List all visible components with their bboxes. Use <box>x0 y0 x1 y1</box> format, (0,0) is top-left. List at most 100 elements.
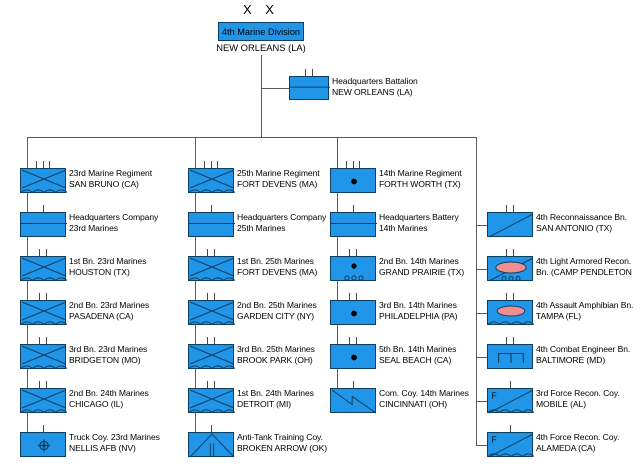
unit-location: CHICAGO (IL) <box>69 399 124 410</box>
connector-col-25th-marines-drop <box>195 137 196 168</box>
infantry-amphibious-icon[interactable] <box>20 388 67 413</box>
transport-wheel-icon[interactable] <box>20 432 66 457</box>
unit-label: 4th Light Armored Recon.Bn. (CAMP PENDLE… <box>536 256 632 279</box>
unit-label: Anti-Tank Training Coy.BROKEN ARROW (OK) <box>237 432 327 455</box>
light-armored-recon-icon[interactable] <box>487 256 534 282</box>
connector-col-23rd-marines-drop <box>27 137 28 168</box>
unit-location: 23rd Marines <box>69 223 118 234</box>
connector-hq-battalion <box>261 88 289 89</box>
unit-location: NELLIS AFB (NV) <box>69 443 136 454</box>
unit-name: 1st Bn. 25th Marines <box>237 256 314 266</box>
unit-location: BALTIMORE (MD) <box>536 355 606 366</box>
infantry-amphibious-icon[interactable] <box>20 256 67 281</box>
connector-col-14th-marines-drop <box>337 137 338 168</box>
unit-location: FORT DEVENS (MA) <box>237 179 318 190</box>
unit-location: Bn. (CAMP PENDLETON <box>536 267 632 278</box>
infantry-amphibious-icon[interactable] <box>20 168 67 193</box>
unit-name: 4th Combat Engineer Bn. <box>536 344 631 354</box>
unit-name: 1st Bn. 24th Marines <box>237 388 314 398</box>
unit-name: 4th Reconnaissance Bn. <box>536 212 627 222</box>
unit-location: ALAMEDA (CA) <box>536 443 596 454</box>
artillery-icon[interactable] <box>330 300 376 325</box>
unit-location: PASADENA (CA) <box>69 311 134 322</box>
unit-location: BRIDGETON (MO) <box>69 355 141 366</box>
unit-name: 23rd Marine Regiment <box>69 168 153 178</box>
infantry-amphibious-icon[interactable] <box>188 168 235 193</box>
signal-icon[interactable] <box>330 388 377 414</box>
unit-name: 3rd Bn. 25th Marines <box>237 344 315 354</box>
infantry-amphibious-icon[interactable] <box>188 300 235 325</box>
connector-col-division-troops-spine <box>476 137 477 445</box>
unit-name: 2nd Bn. 24th Marines <box>69 388 149 398</box>
unit-name: 3rd Force Recon. Coy. <box>536 388 620 398</box>
division-location: NEW ORLEANS (LA) <box>216 42 306 53</box>
unit-location: PHILADELPHIA (PA) <box>379 311 458 322</box>
force-recon-icon[interactable]: F <box>487 432 534 458</box>
infantry-amphibious-icon[interactable] <box>188 344 235 369</box>
anti-tank-icon[interactable] <box>188 432 235 458</box>
unit-name: 2nd Bn. 25th Marines <box>237 300 317 310</box>
unit-name: 3rd Bn. 23rd Marines <box>69 344 148 354</box>
artillery-self-propelled-icon[interactable] <box>330 256 376 281</box>
unit-label: 4th Assault Amphibian Bn.TAMPA (FL) <box>536 300 633 323</box>
assault-amphibian-icon[interactable] <box>487 300 534 325</box>
unit-location: NEW ORLEANS (LA) <box>332 87 413 98</box>
infantry-amphibious-icon[interactable] <box>20 344 67 369</box>
unit-name: Truck Coy. 23rd Marines <box>69 432 160 442</box>
unit-name: 5th Bn. 14th Marines <box>379 344 457 354</box>
connector-col-division-troops-branch <box>476 400 487 402</box>
connector-col-division-troops-branch <box>476 356 487 358</box>
unit-location: GRAND PRAIRIE (TX) <box>379 267 465 278</box>
unit-location: TAMPA (FL) <box>536 311 581 322</box>
unit-name: 2nd Bn. 23rd Marines <box>69 300 150 310</box>
artillery-icon[interactable] <box>330 168 376 193</box>
connector-col-division-troops-branch <box>476 312 487 314</box>
division-box[interactable]: 4th Marine Division <box>218 22 304 41</box>
headquarters-battalion-icon[interactable] <box>289 76 330 100</box>
headquarters-company-icon[interactable] <box>20 212 67 237</box>
connector-col-14th-marines-spine <box>337 193 338 401</box>
unit-label: 4th Reconnaissance Bn.SAN ANTONIO (TX) <box>536 212 627 235</box>
unit-location: SAN BRUNO (CA) <box>69 179 139 190</box>
connector-regiment-bus <box>27 137 476 138</box>
combat-engineer-icon[interactable] <box>487 344 533 369</box>
unit-location: MOBILE (AL) <box>536 399 586 410</box>
unit-name: Headquarters Battery <box>379 212 459 222</box>
unit-location: 14th Marines <box>379 223 428 234</box>
echelon-tag-division: X X <box>243 2 279 17</box>
unit-location: HOUSTON (TX) <box>69 267 130 278</box>
infantry-amphibious-icon[interactable] <box>20 300 67 325</box>
infantry-amphibious-icon[interactable] <box>188 256 235 281</box>
force-recon-icon[interactable]: F <box>487 388 534 414</box>
svg-text:F: F <box>492 435 497 445</box>
infantry-amphibious-icon[interactable] <box>188 388 235 413</box>
artillery-icon[interactable] <box>330 344 376 369</box>
headquarters-company-icon[interactable] <box>330 212 377 237</box>
unit-name: 2nd Bn. 14th Marines <box>379 256 459 266</box>
headquarters-company-icon[interactable] <box>188 212 235 237</box>
reconnaissance-icon[interactable] <box>487 212 534 238</box>
unit-location: SEAL BEACH (CA) <box>379 355 452 366</box>
unit-location: SAN ANTONIO (TX) <box>536 223 613 234</box>
unit-label: 4th Combat Engineer Bn.BALTIMORE (MD) <box>536 344 630 367</box>
unit-name: Headquarters Company <box>237 212 327 222</box>
unit-name: Anti-Tank Training Coy. <box>237 432 323 442</box>
unit-name: 1st Bn. 23rd Marines <box>69 256 147 266</box>
